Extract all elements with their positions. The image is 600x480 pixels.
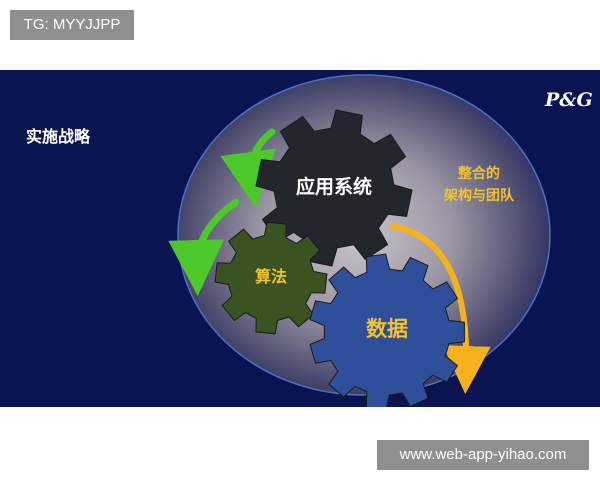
watermark-top: TG: MYYJJPP (10, 10, 134, 40)
strategy-slide: 实施战略 P&G 应用系统 算法 数据 整合的 架构与团队 (0, 70, 600, 407)
gear-label-data: 数据 (366, 317, 408, 341)
cycle-arrow-inner-icon (168, 198, 240, 296)
cycle-arrow-outer-icon (220, 128, 277, 208)
gear-shape (309, 253, 465, 407)
strategy-diagram: 实施战略 P&G 应用系统 算法 数据 整合的 架构与团队 (26, 74, 593, 407)
gear-label-applications: 应用系统 (296, 175, 372, 198)
gear-data-icon (309, 253, 465, 407)
annotation-line-1: 整合的 (457, 165, 500, 182)
slide-title: 实施战略 (26, 127, 91, 146)
annotation-line-2: 架构与团队 (443, 187, 515, 204)
cycle-arrow-orange-icon (389, 223, 491, 394)
gear-shape (214, 221, 328, 335)
watermark-bottom: www.web-app-yihao.com (377, 440, 589, 470)
gear-applications-icon (255, 109, 413, 267)
gear-algorithms-icon (214, 221, 328, 335)
gear-shape (255, 109, 413, 267)
brand-logo: P&G (544, 89, 593, 111)
gear-label-algorithms: 算法 (255, 267, 287, 286)
